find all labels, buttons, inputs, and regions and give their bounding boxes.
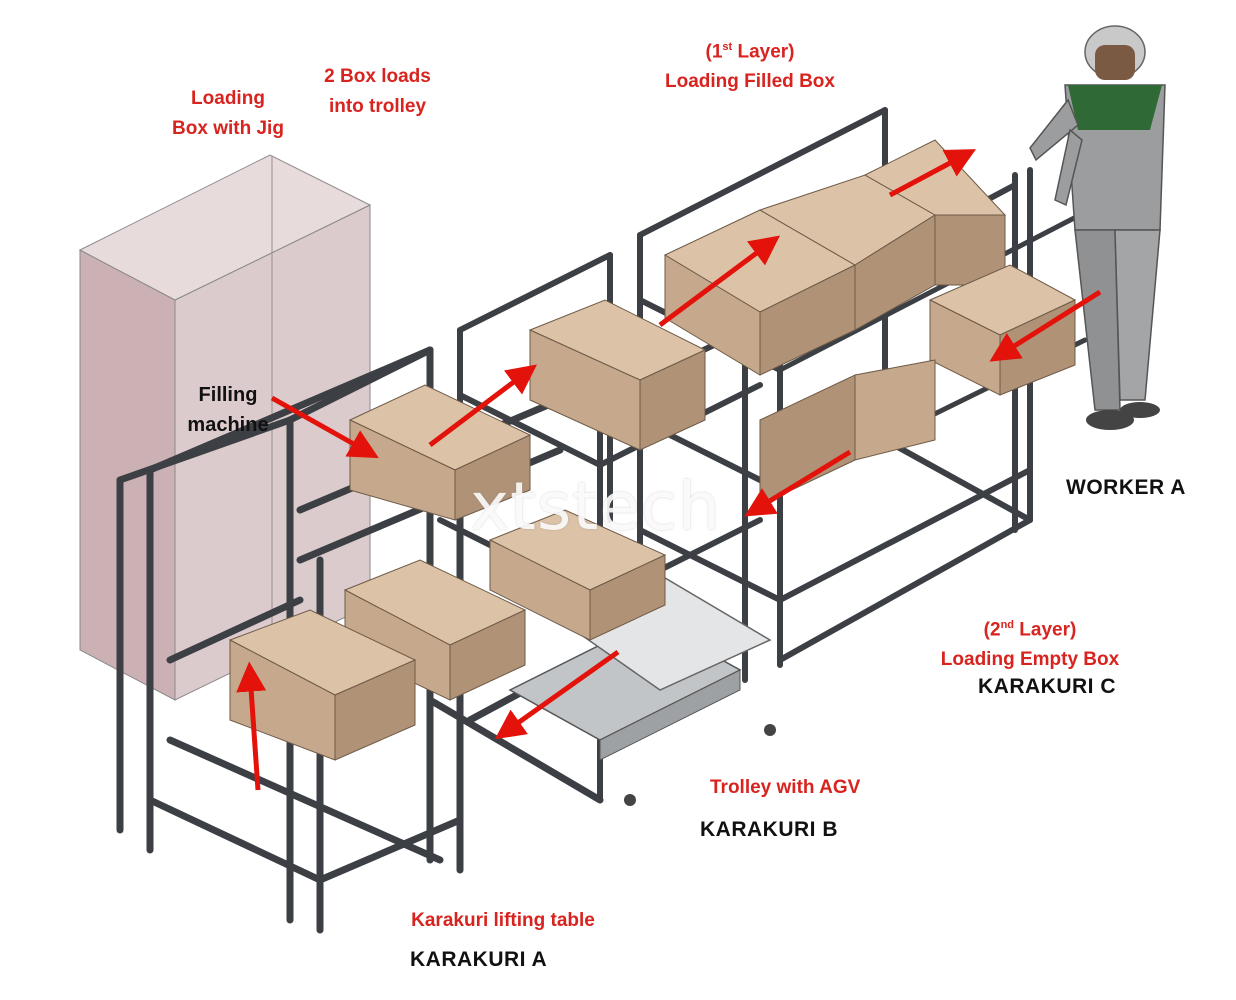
label-loading-box: Loading Box with Jig <box>148 80 308 148</box>
arrow-filling-to-box <box>270 395 379 459</box>
label-first-layer: (1st Layer) Loading Filled Box <box>645 32 855 97</box>
label-karakuri-c: KARAKURI C <box>978 675 1116 698</box>
flow-arrows <box>236 149 1102 791</box>
label-karakuri-a: KARAKURI A <box>410 948 548 971</box>
label-first-layer-line1: (1st Layer) <box>705 41 795 63</box>
worker-figure <box>1029 25 1166 430</box>
box-karakuri-a-mid <box>343 559 527 701</box>
arrow-worker-empty-box <box>989 289 1102 362</box>
label-two-box-line2: into trolley <box>328 96 427 117</box>
label-lifting-table: Karakuri lifting table <box>382 902 624 940</box>
label-second-layer-line2: Loading Empty Box <box>940 649 1120 671</box>
label-two-box-line1: 2 Box loads <box>324 66 431 87</box>
label-worker-a: WORKER A <box>1066 476 1186 499</box>
label-filling-line2: machine <box>187 414 269 436</box>
label-two-box-loads: 2 Box loads into trolley <box>290 58 465 126</box>
arrow-empty-box-down <box>744 449 852 517</box>
box-karakuri-b-top <box>528 299 707 451</box>
label-loading-box-line2: Box with Jig <box>172 118 284 139</box>
arrow-box-to-karakuri-b <box>428 364 537 447</box>
arrow-lift-up <box>236 661 267 791</box>
label-first-layer-line2: Loading Filled Box <box>665 71 835 93</box>
arrow-filled-box-to-worker <box>888 149 977 198</box>
label-second-layer-line1: (2nd Layer) <box>983 619 1077 641</box>
box-layer2-rear-row <box>759 359 936 506</box>
arrow-trolley-to-lift <box>494 649 620 740</box>
watermark: xtstech <box>470 468 721 545</box>
label-second-layer: (2nd Layer) Loading Empty Box <box>925 610 1135 675</box>
label-karakuri-b: KARAKURI B <box>700 818 838 841</box>
label-loading-box-line1: Loading <box>191 88 265 109</box>
arrow-karakuri-b-to-c <box>658 235 781 328</box>
box-karakuri-b-lower <box>488 509 667 641</box>
label-filling-machine: Filling machine <box>168 380 288 440</box>
label-filling-line1: Filling <box>198 384 258 406</box>
label-trolley-agv: Trolley with AGV <box>710 777 861 798</box>
